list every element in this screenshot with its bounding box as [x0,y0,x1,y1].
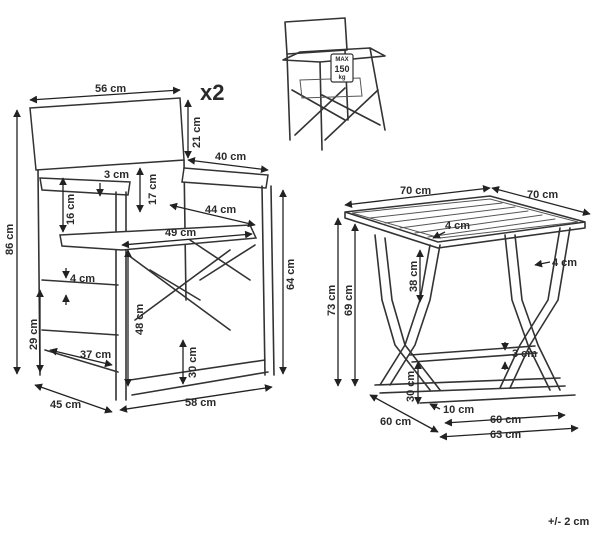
badge-line-max: MAX [335,57,348,63]
chair-dimensions: 56 cm 21 cm 40 cm 44 cm 49 cm 3 cm 17 cm… [4,83,297,414]
dim-seat-depth-top: 40 cm [215,151,246,163]
chair-thumbnail: MAX 150 kg [282,17,386,151]
max-load-badge: MAX 150 kg [330,53,354,83]
dim-table-base-width: 60 cm [490,414,521,426]
dim-armrest-offset: 3 cm [104,169,129,181]
dim-chair-base-width: 58 cm [185,397,216,409]
quantity-label: x2 [200,80,224,105]
dim-backrest-fabric-height: 17 cm [147,174,159,205]
table-dimensions: 70 cm 70 cm 4 cm 4 cm 38 cm 73 cm 69 cm … [326,184,591,441]
dim-backrest-width: 56 cm [95,83,126,95]
dim-chair-leg-diameter: 4 cm [70,273,95,285]
badge-line-weight: 150 [334,64,349,74]
dim-lower-rail-length: 37 cm [80,349,111,361]
dim-table-top-width: 70 cm [400,185,431,197]
dim-table-lower-bar-height: 30 cm [405,371,417,402]
dim-table-top-depth: 70 cm [527,189,558,201]
dim-table-bar-diameter: 3 cm [512,348,537,360]
dim-chair-total-height: 86 cm [4,224,16,255]
dim-table-foot-diameter: 10 cm [443,404,474,416]
dim-table-base-outer-width: 63 cm [490,429,521,441]
dim-stretcher-height: 29 cm [28,319,40,350]
director-chair-drawing [29,97,275,401]
dim-table-total-height: 73 cm [326,285,338,316]
dim-table-under-top-height: 69 cm [343,285,355,316]
dim-seat-height: 48 cm [134,304,146,335]
dim-table-base-depth: 60 cm [380,416,411,428]
dim-armrest-height: 64 cm [285,259,297,290]
tolerance-note: +/- 2 cm [548,516,589,528]
dim-table-upper-leg-length: 38 cm [408,261,420,292]
badge-line-unit: kg [338,75,345,81]
dim-chair-side-depth: 45 cm [50,399,81,411]
dim-table-leg-diameter: 4 cm [552,257,577,269]
dim-table-frame-diameter: 4 cm [445,220,470,232]
dim-backrest-height: 21 cm [191,117,203,148]
dim-cross-bar-height: 30 cm [187,347,199,378]
dim-armrest-height-above-seat: 16 cm [65,194,77,225]
dim-seat-width: 49 cm [165,227,196,239]
dim-armrest-length: 44 cm [205,204,236,216]
